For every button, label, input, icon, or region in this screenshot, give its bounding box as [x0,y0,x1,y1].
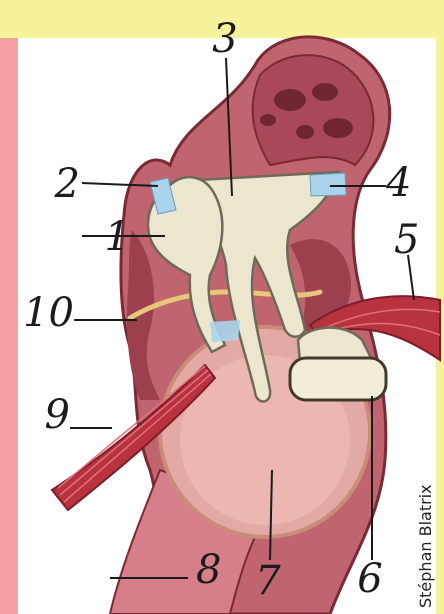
air-cell [260,114,276,126]
label-eustachian-tube: 8 [196,547,221,593]
label-tensor-tympani: 9 [45,392,70,438]
label-ligament-top-left: 2 [54,161,80,207]
label-ligament-top-right: 4 [385,160,411,206]
label-chorda-tympani: 10 [23,290,74,336]
label-incus: 1 [105,214,130,260]
ligament-lateral-shape [210,320,240,342]
air-cell [312,83,338,101]
label-stapes-footplate: 6 [357,556,382,602]
label-malleus: 3 [212,16,237,62]
label-stapedius: 5 [394,217,419,263]
stapes-footplate-shape [290,358,386,400]
artist-credit: Stéphan Blatrix [416,484,435,608]
label-tympanic-membrane: 7 [255,558,281,604]
air-cell [323,118,353,138]
ligament-top-right-shape [310,173,346,196]
air-cell [296,125,314,139]
air-cell [274,89,306,111]
